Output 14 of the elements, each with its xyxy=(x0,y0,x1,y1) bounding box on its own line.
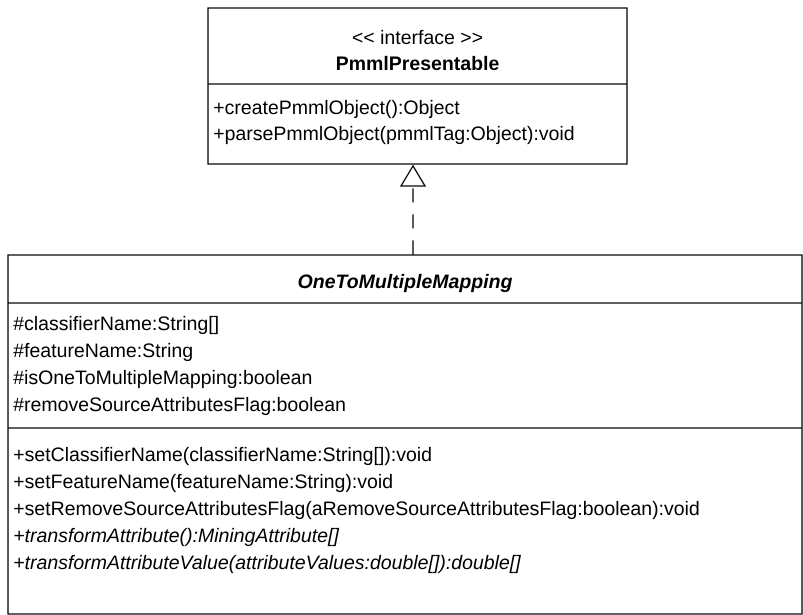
interface-name: PmmlPresentable xyxy=(336,56,499,70)
attribute-text: #removeSourceAttributesFlag:boolean xyxy=(13,396,345,416)
method-text: +setRemoveSourceAttributesFlag(aRemoveSourceAttributesFlag:boolean):void xyxy=(14,500,698,520)
class-name: OneToMultipleMapping xyxy=(298,274,512,292)
method-text: +parsePmmlObject(pmmlTag:Object):void xyxy=(214,126,574,144)
attribute-text: #isOneToMultipleMapping:boolean xyxy=(13,370,312,388)
attribute-text: #classifierName:String[] xyxy=(13,316,218,334)
method-text: +createPmmlObject():Object xyxy=(214,100,460,118)
method-text: +transformAttribute():MiningAttribute[] xyxy=(14,528,340,546)
stereotype-label: << interface >> xyxy=(352,30,482,44)
method-text: +setFeatureName(featureName:String):void xyxy=(14,474,392,492)
method-text: +transformAttributeValue(attributeValues:double[]):double[] xyxy=(14,554,521,574)
attribute-text: #featureName:String xyxy=(13,342,192,362)
method-text: +setClassifierName(classifierName:String[]):void xyxy=(14,446,431,466)
